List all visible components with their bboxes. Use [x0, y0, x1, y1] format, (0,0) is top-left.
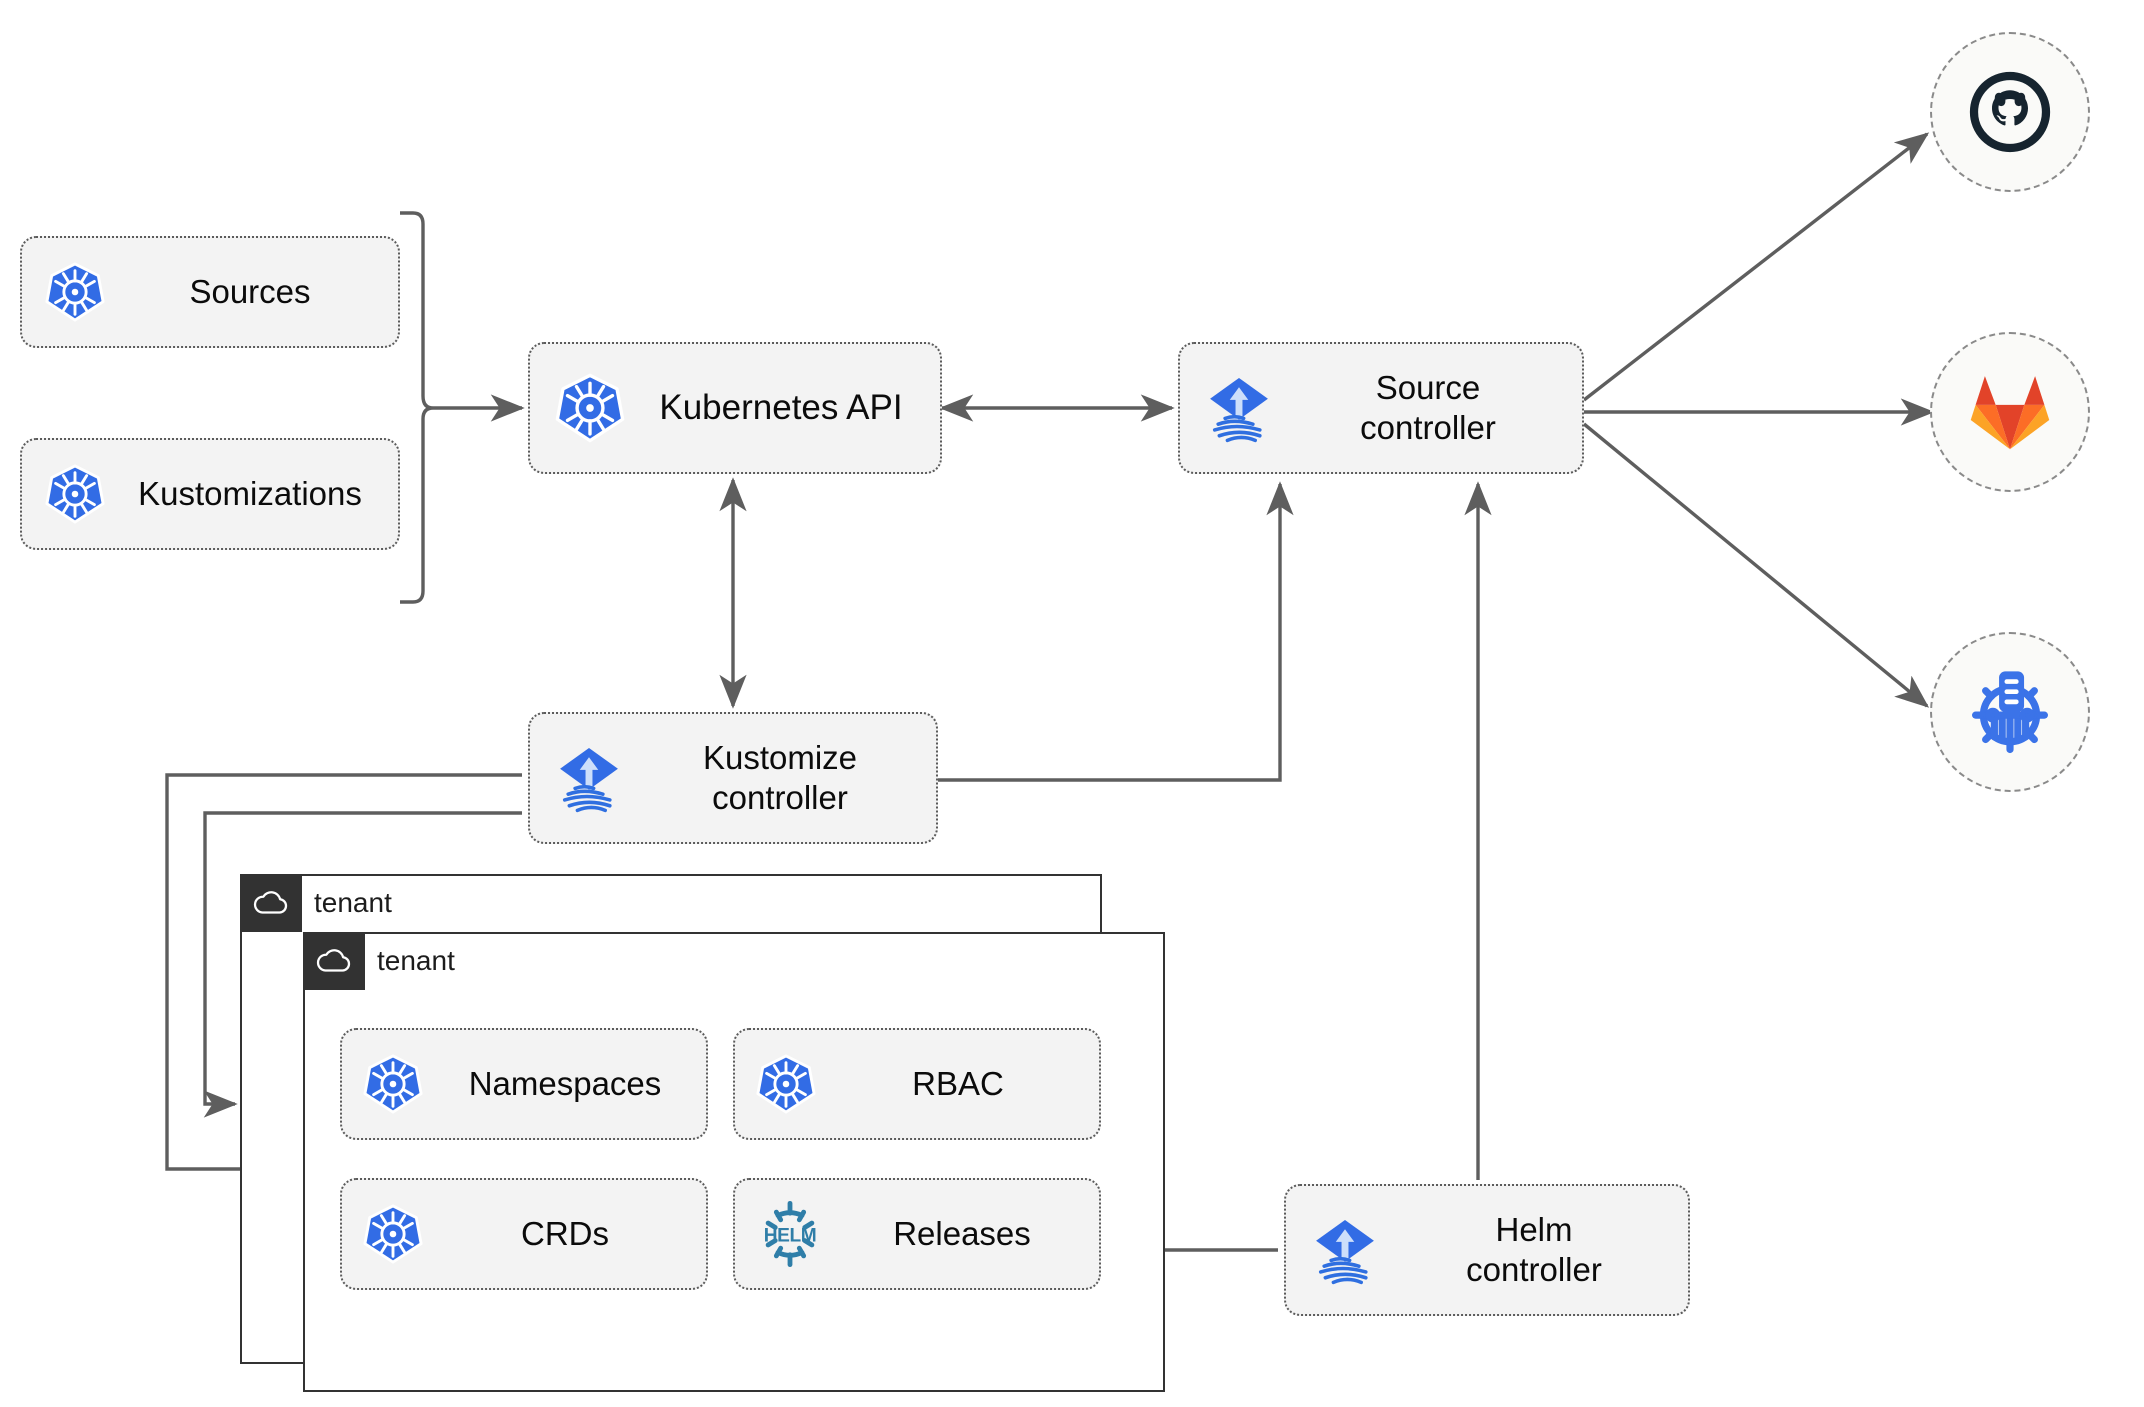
wire-kustomize-source: [938, 481, 1294, 782]
wire-source-helmrepo: [1582, 422, 1930, 708]
node-releases[interactable]: HELM Releases: [733, 1178, 1101, 1290]
kubernetes-icon: [755, 1053, 817, 1115]
cloud-icon: [316, 948, 350, 972]
node-source-controller[interactable]: Source controller: [1178, 342, 1584, 474]
kubernetes-icon: [44, 261, 106, 323]
kubernetes-icon: [362, 1053, 424, 1115]
wire-inputs-bracket: [400, 211, 434, 604]
flux-icon: [552, 741, 626, 815]
node-label: Sources: [189, 272, 311, 310]
node-helm-controller[interactable]: Helm controller: [1284, 1184, 1690, 1316]
node-label: Kubernetes API: [659, 387, 903, 427]
tenant-tab-back: [239, 873, 302, 932]
node-label: Releases: [893, 1214, 1031, 1252]
kubernetes-icon: [44, 463, 106, 525]
kubernetes-icon: [362, 1203, 424, 1265]
github-icon: [1969, 71, 2051, 153]
tenant-container-front[interactable]: tenant: [302, 931, 1165, 1392]
cloud-icon: [253, 890, 287, 914]
node-namespaces[interactable]: Namespaces: [340, 1028, 708, 1140]
helm-repository-icon: [1972, 671, 2048, 754]
svg-text:HELM: HELM: [764, 1226, 816, 1247]
helm-icon: HELM: [755, 1199, 825, 1269]
node-kustomizations[interactable]: Kustomizations: [20, 438, 400, 550]
node-label: Kustomizations: [138, 474, 362, 512]
provider-helm-repository[interactable]: [1930, 632, 2090, 792]
node-label: Kustomize controller: [702, 738, 858, 816]
node-label: Source controller: [1360, 368, 1496, 446]
provider-github[interactable]: [1930, 32, 2090, 192]
node-label: Helm controller: [1466, 1210, 1602, 1288]
node-label: RBAC: [912, 1064, 1004, 1102]
provider-gitlab[interactable]: [1930, 332, 2090, 492]
flux-icon: [1308, 1213, 1382, 1287]
kubernetes-icon: [554, 372, 626, 444]
node-label: Namespaces: [468, 1064, 662, 1102]
node-crds[interactable]: CRDs: [340, 1178, 708, 1290]
tenant-label-front: tenant: [377, 944, 455, 976]
node-kubernetes-api[interactable]: Kubernetes API: [528, 342, 942, 474]
tenant-label-back: tenant: [314, 886, 392, 918]
node-sources[interactable]: Sources: [20, 236, 400, 348]
wire-source-github: [1582, 132, 1930, 402]
tenant-tab-front: [302, 931, 365, 990]
node-label: CRDs: [521, 1214, 609, 1252]
flux-icon: [1202, 371, 1276, 445]
gitlab-icon: [1970, 376, 2050, 450]
node-kustomize-controller[interactable]: Kustomize controller: [528, 712, 938, 844]
node-rbac[interactable]: RBAC: [733, 1028, 1101, 1140]
